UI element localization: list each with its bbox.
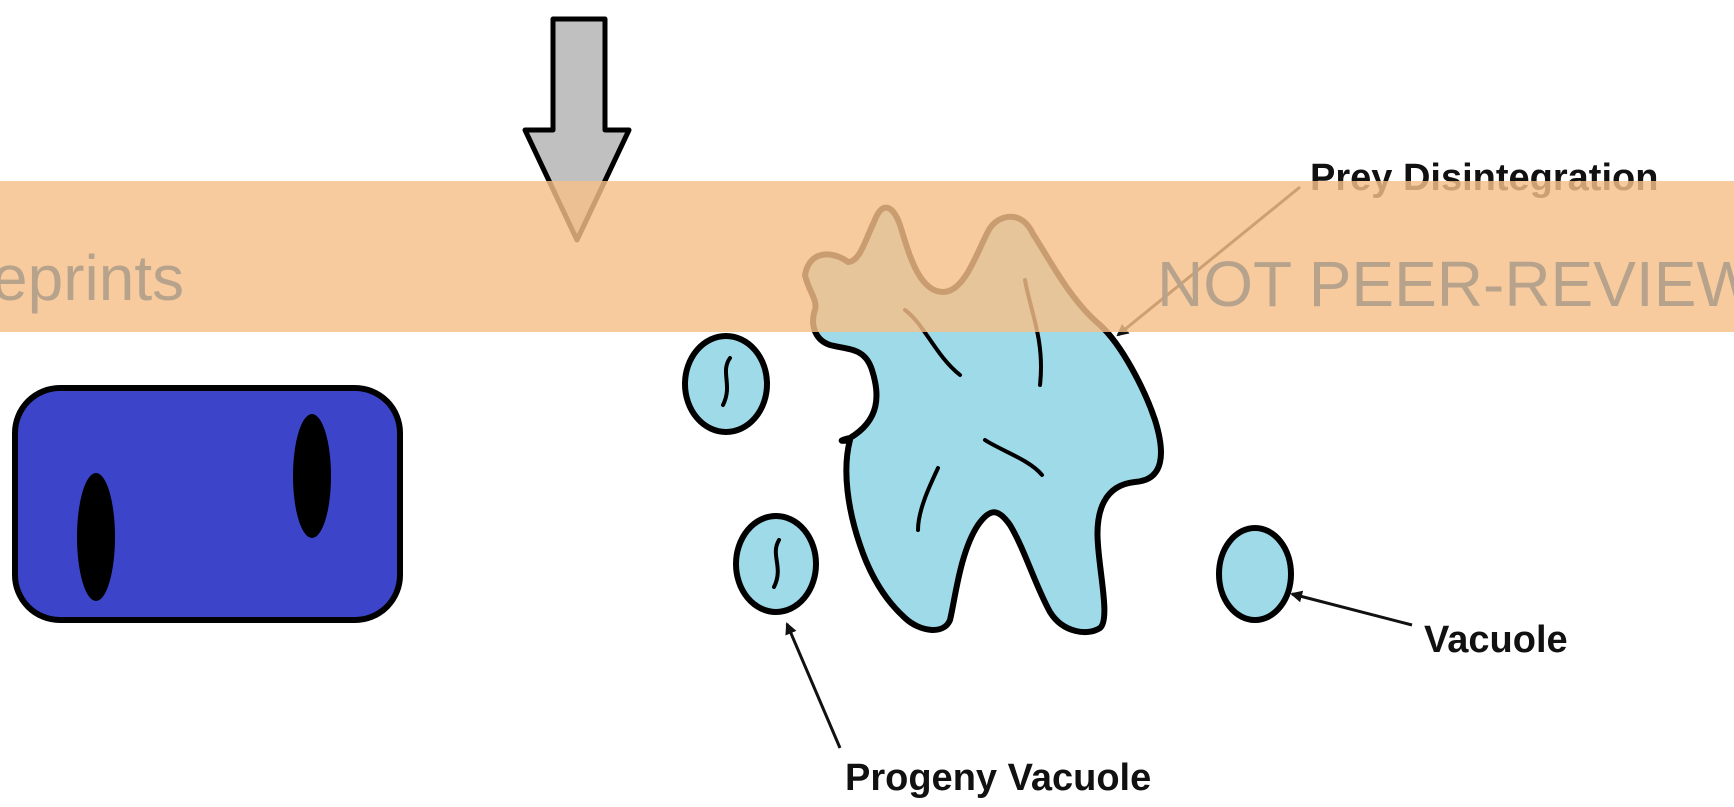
vacuole [1219,528,1291,620]
vacuole-pointer [1292,594,1412,625]
prey-cell [15,388,400,620]
progeny-vacuole-bottom [736,516,816,612]
prey-cell-body [15,388,400,620]
label-vacuole: Vacuole [1424,619,1568,661]
prey-nucleus-left [77,473,115,601]
progeny-vacuole-top [685,336,767,432]
progeny-vacuole-pointer [787,624,840,748]
label-progeny-vacuole: Progeny Vacuole [845,757,1151,799]
preprint-watermark: eprints NOT PEER-REVIEWE [0,181,1734,332]
watermark-text-right: NOT PEER-REVIEWE [1157,248,1734,320]
watermark-text-left: eprints [0,242,184,314]
prey-nucleus-right [293,414,331,538]
